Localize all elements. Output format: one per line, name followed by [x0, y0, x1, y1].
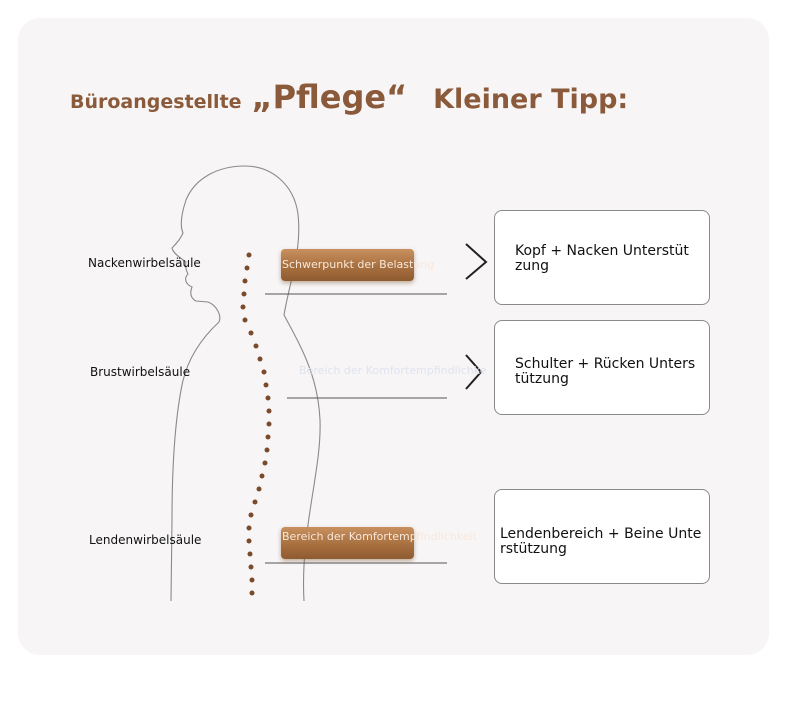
- support-box-lumbar: [494, 489, 710, 584]
- load-bar: [281, 249, 414, 281]
- bar-text-comfort-lower: Bereich der Komfortempfindlichkeit: [282, 530, 477, 543]
- body-outline: [170, 165, 321, 602]
- support-text-head: Kopf + Nacken Unterstüt zung: [515, 243, 689, 274]
- support-box-head: [494, 210, 710, 305]
- spine-label-lumbar: Lendenwirbelsäule: [89, 533, 202, 547]
- chevron-right-icon: [465, 354, 483, 390]
- title-suffix: Kleiner Tipp:: [433, 84, 629, 115]
- page-title: Büroangestellte „Pflege“ Kleiner Tipp:: [70, 78, 628, 118]
- chevron-right-icon: [465, 243, 488, 280]
- spine-dots: [240, 252, 272, 596]
- bar-text-comfort-upper: Bereich der Komfortempfindlichke: [299, 364, 487, 377]
- support-box-back: [494, 320, 710, 415]
- spine-label-thoracic: Brustwirbelsäule: [90, 365, 191, 379]
- comfort-bar: [281, 527, 414, 559]
- support-text-lumbar: Lendenbereich + Beine Unte rstützung: [500, 526, 702, 557]
- spine-label-neck: Nackenwirbelsäule: [88, 256, 201, 270]
- title-highlight: „Pflege“: [251, 78, 408, 116]
- title-prefix: Büroangestellte: [70, 91, 242, 113]
- bar-text-load: Schwerpunkt der Belastung: [282, 258, 435, 271]
- support-text-back: Schulter + Rücken Unters tützung: [515, 356, 696, 387]
